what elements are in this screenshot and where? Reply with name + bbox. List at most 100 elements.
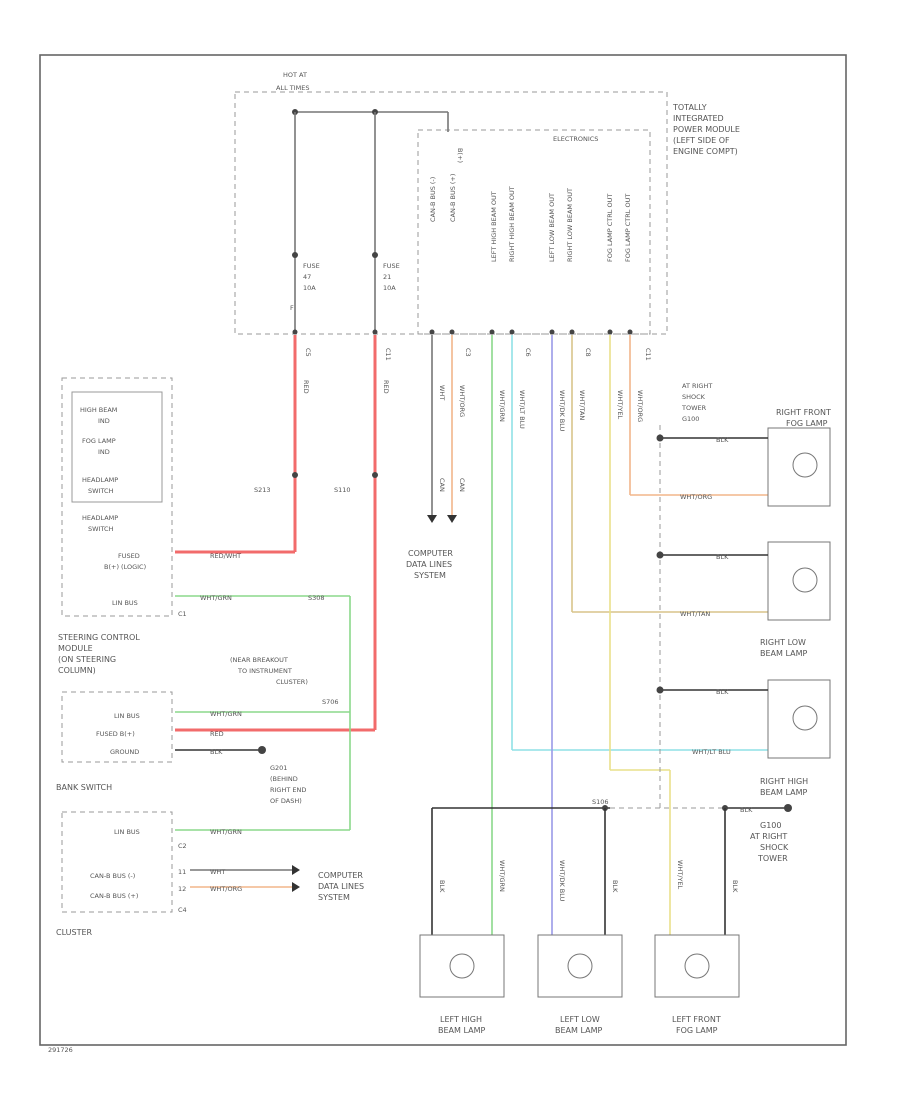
- ground-top-2: SHOCK: [682, 393, 706, 401]
- headlamp-switch-box: [61, 377, 173, 617]
- wht-org-label-fog: WHT/ORG: [636, 390, 644, 422]
- steering-note-3: CLUSTER): [276, 678, 308, 686]
- can-plus-arrow-icon: [292, 882, 300, 892]
- pin-fused-logic-2: B(+) (LOGIC): [104, 563, 146, 571]
- wht-grn-label-c: WHT/GRN: [210, 828, 242, 836]
- wht-grn-label-lh: WHT/GRN: [498, 860, 506, 892]
- fuse-47-mark: F: [290, 304, 294, 312]
- right-high-beam-lamp: [767, 679, 831, 759]
- fused-feed-wires: S213 S110 RED RED RED/WHT RED: [175, 335, 390, 738]
- electronics-box: [417, 129, 651, 335]
- left-front-fog-lamp: [654, 934, 740, 998]
- left-high-name-1: LEFT HIGH: [440, 1015, 482, 1024]
- wht-org-label-top: WHT/ORG: [458, 385, 466, 417]
- wht-yel-label-lf: WHT/YEL: [676, 860, 684, 890]
- fuse-47-label: FUSE: [303, 262, 320, 270]
- pin-fused-steering: FUSED B(+): [96, 730, 135, 738]
- right-low-beam-lamp: [767, 541, 831, 621]
- left-fog-name-2: FOG LAMP: [676, 1026, 718, 1035]
- can-label-top-b: CAN: [458, 478, 466, 492]
- wht-blu-label-ll: WHT/DK BLU: [558, 860, 566, 902]
- fuse-21-label: FUSE: [383, 262, 400, 270]
- blk-label-lh: BLK: [438, 880, 446, 893]
- pin-marker-9: [607, 329, 613, 335]
- splice-s213-dot: [292, 472, 298, 478]
- right-front-fog-lamp: [767, 427, 831, 507]
- pdm-title-4: (LEFT SIDE OF: [673, 136, 730, 145]
- bank-switch-name: BANK SWITCH: [56, 783, 112, 792]
- right-low-name-1: RIGHT LOW: [760, 638, 806, 647]
- blk-label-low: BLK: [716, 553, 729, 561]
- ground-g201-icon: [258, 746, 266, 754]
- blk-label-g100: BLK: [740, 806, 753, 814]
- wht-blu-label: WHT/DK BLU: [558, 390, 566, 432]
- pdm-title-5: ENGINE COMPT): [673, 147, 738, 156]
- left-low-name-1: LEFT LOW: [560, 1015, 600, 1024]
- right-high-name-1: RIGHT HIGH: [760, 777, 808, 786]
- left-low-name-2: BEAM LAMP: [555, 1026, 602, 1035]
- can-plus-arrow-top-icon: [447, 515, 457, 523]
- pin-marker-6: [509, 329, 515, 335]
- pin-can-b-minus: CAN-B BUS (-): [429, 177, 437, 222]
- power-module-box: [234, 91, 668, 335]
- splice-s110-dot: [372, 472, 378, 478]
- right-high-bulb-icon: [792, 705, 818, 731]
- can-label-top-a: CAN: [438, 478, 446, 492]
- splice-s213: S213: [254, 486, 271, 494]
- right-lamps: AT RIGHT SHOCK TOWER G100 RIGHT FRONT FO…: [432, 382, 831, 863]
- left-high-beam-lamp: [419, 934, 505, 998]
- pin-lin-bus-headlamp: LIN BUS: [112, 599, 138, 607]
- pin-marker-1: [292, 329, 298, 335]
- left-high-bulb-icon: [449, 953, 475, 979]
- pin-left-low-beam: LEFT LOW BEAM OUT: [548, 193, 556, 262]
- hot-label-1: HOT AT: [283, 71, 307, 79]
- headlamp-switch-name-2: SWITCH: [88, 525, 114, 533]
- bottom-lamps: BLK BLK BLK WHT/GRN WHT/DK BLU WHT/YEL L…: [419, 808, 740, 1035]
- steering-name-3: (ON STEERING: [58, 655, 116, 664]
- cluster-pin-12: 12: [178, 885, 186, 893]
- ground-bot-2: SHOCK: [760, 843, 789, 852]
- ind-headlamp-2: SWITCH: [88, 487, 114, 495]
- pin-marker-3: [429, 329, 435, 335]
- ground-g201-2: RIGHT END: [270, 786, 306, 794]
- blk-label-fog: BLK: [716, 436, 729, 444]
- b-plus-label: B(+): [456, 148, 464, 163]
- ground-top-1: AT RIGHT: [682, 382, 712, 390]
- conn-c5: C5: [304, 348, 312, 357]
- wht-grn-label-b: WHT/GRN: [210, 710, 242, 718]
- conn-c2: C2: [178, 842, 187, 850]
- ground-top-3: TOWER: [681, 404, 707, 412]
- data-lines-top-2: DATA LINES: [406, 560, 452, 569]
- splice-s706: S706: [322, 698, 339, 706]
- left-high-name-2: BEAM LAMP: [438, 1026, 485, 1035]
- footer-code: 291726: [48, 1046, 73, 1054]
- pin-can-plus-cluster: CAN-B BUS (+): [90, 892, 138, 900]
- conn-c11: C11: [384, 348, 392, 361]
- wht-grn-label-d: WHT/GRN: [498, 390, 506, 422]
- left-fog-name-1: LEFT FRONT: [672, 1015, 721, 1024]
- right-fog-bulb-icon: [792, 452, 818, 478]
- steering-note-1: (NEAR BREAKOUT: [230, 656, 288, 664]
- splice-s110: S110: [334, 486, 351, 494]
- ground-bot-id: G100: [760, 821, 781, 830]
- right-low-bulb-icon: [792, 567, 818, 593]
- pin-right-low-beam: RIGHT LOW BEAM OUT: [566, 188, 574, 262]
- ground-top-id: G100: [682, 415, 699, 423]
- ground-g201-3: OF DASH): [270, 797, 302, 805]
- blk-label-lf: BLK: [731, 880, 739, 893]
- can-minus-arrow-icon: [292, 865, 300, 875]
- pdm-title-3: POWER MODULE: [673, 125, 740, 134]
- conn-c8: C8: [584, 348, 592, 357]
- ground-bot-1: AT RIGHT: [750, 832, 787, 841]
- right-high-name-2: BEAM LAMP: [760, 788, 807, 797]
- wht-ltblu-label-a: WHT/LT BLU: [518, 390, 526, 429]
- red-label-b: RED: [382, 380, 390, 394]
- right-fog-ground-dot: [656, 434, 664, 442]
- blk-label-a: BLK: [210, 748, 223, 756]
- hot-label-2: ALL TIMES: [276, 84, 309, 92]
- cluster-name: CLUSTER: [56, 928, 93, 937]
- ind-high-beam: HIGH BEAM: [80, 406, 117, 414]
- left-low-beam-lamp: [537, 934, 623, 998]
- pin-marker-4: [449, 329, 455, 335]
